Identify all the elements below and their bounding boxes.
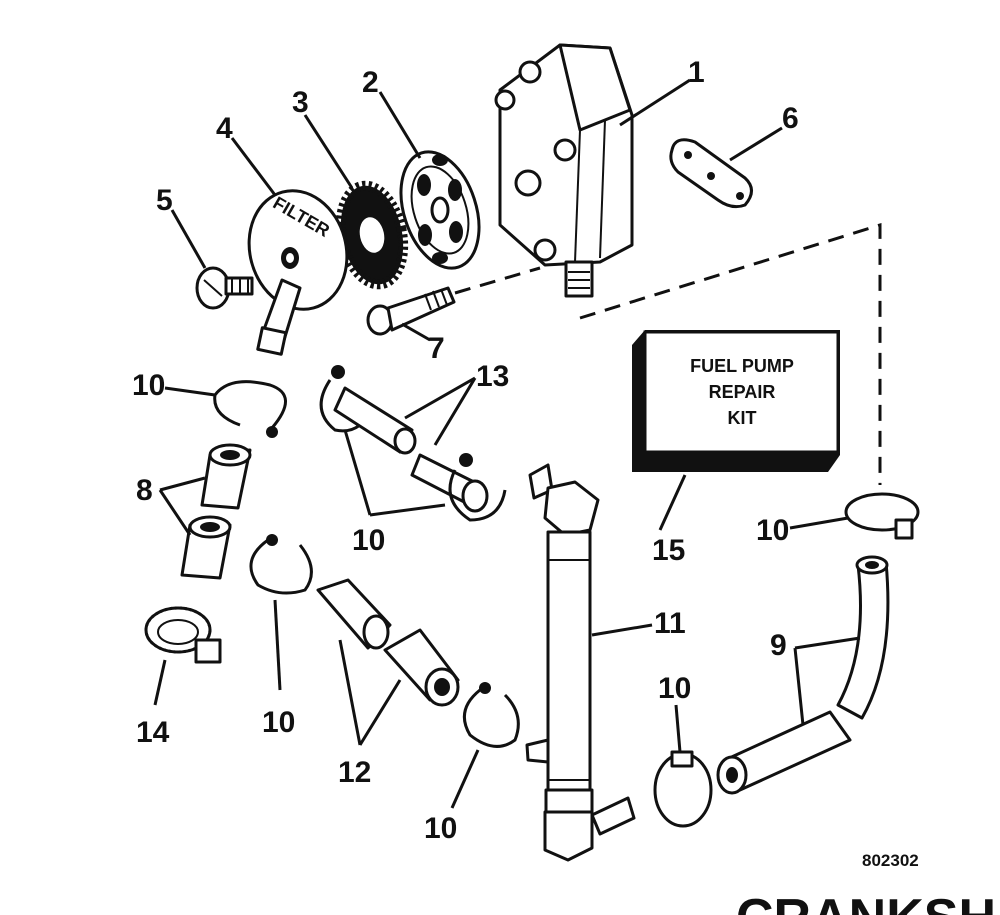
hose-segment-upper (316, 578, 392, 650)
gasket-plate (669, 138, 753, 209)
callout-5: 5 (156, 184, 173, 217)
callout-3: 3 (292, 86, 309, 119)
callout-13: 13 (476, 360, 509, 393)
callout-12: 12 (338, 756, 371, 789)
callout-labels: 1 2 3 4 5 6 7 8 9 10 10 10 10 10 10 11 1… (132, 56, 799, 845)
repair-kit-box: FUEL PUMP REPAIR KIT (632, 330, 840, 472)
callout-4: 4 (216, 112, 233, 145)
long-screw (366, 286, 456, 336)
short-hose-lower (180, 515, 232, 580)
callout-9: 9 (770, 629, 787, 662)
fuel-line-tube (525, 463, 636, 862)
leader-lines (153, 78, 861, 809)
short-hose-upper (200, 443, 252, 510)
callout-11: 11 (654, 607, 686, 640)
callout-8: 8 (136, 474, 153, 507)
dashed-guide-line (454, 222, 882, 485)
callout-10-e: 10 (262, 706, 295, 739)
filter-cover: FILTER (247, 189, 349, 356)
callout-14: 14 (136, 716, 170, 749)
clamp-upper-left (213, 380, 287, 438)
callout-2: 2 (362, 66, 379, 99)
callout-7: 7 (428, 332, 445, 365)
screen-disc (399, 150, 481, 270)
elbow-hose (716, 555, 890, 795)
callout-10-f: 10 (424, 812, 457, 845)
hose-nipple-lower (410, 453, 507, 522)
footer-heading: CRANKSH (736, 889, 996, 915)
callout-10-d: 10 (658, 672, 691, 705)
hose-segment-lower (383, 628, 460, 707)
figure-number: 802302 (862, 851, 919, 870)
callout-10-b: 10 (352, 524, 385, 557)
callout-6: 6 (782, 102, 799, 135)
hose-nipple-upper (319, 365, 417, 455)
callout-10-a: 10 (132, 369, 165, 402)
clamp-lower-middle (462, 682, 520, 748)
kit-line-3: KIT (728, 408, 757, 428)
callout-1: 1 (688, 56, 705, 89)
worm-clamp (144, 606, 222, 664)
callout-15: 15 (652, 534, 685, 567)
clamp-right-upper (844, 492, 920, 540)
callout-10-c: 10 (756, 514, 789, 547)
clamp-right-lower (653, 750, 713, 828)
screw (195, 266, 254, 310)
fuel-pump-body (494, 43, 634, 298)
clamp-middle-left (249, 534, 313, 595)
kit-line-2: REPAIR (709, 382, 776, 402)
kit-line-1: FUEL PUMP (690, 356, 794, 376)
